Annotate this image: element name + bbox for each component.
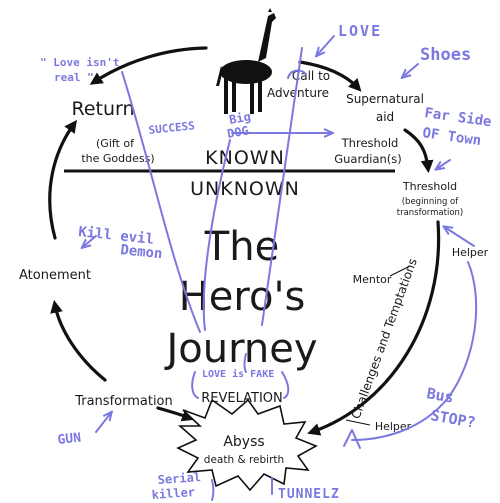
note-big-dog-2: DOG <box>226 123 250 141</box>
aid-label-2: aid <box>376 110 394 124</box>
abyss-label: Abyss <box>223 434 264 450</box>
abyss-starburst: Abyss death & rebirth <box>176 398 318 492</box>
arrow-call-to-aid <box>298 60 362 92</box>
note-love-isnt-real-1: " Love isn't <box>40 56 119 69</box>
note-serial-killer-1: Serial <box>157 470 201 487</box>
aid-label-1: Supernatural <box>346 92 424 106</box>
pen-line-dog <box>202 139 231 331</box>
gift-label-1: (Gift of <box>96 137 135 150</box>
arrow-guardian-to-threshold <box>403 128 434 174</box>
cycle-arc-lower-left <box>50 299 107 382</box>
page-title: The Hero's Journey <box>164 224 318 372</box>
note-kill-demon-2: Demon <box>120 242 164 262</box>
note-success: SUCCESS <box>148 119 195 137</box>
helper-pointer <box>345 419 371 426</box>
helper-bottom-label: Helper <box>375 420 412 433</box>
return-label: Return <box>71 98 134 120</box>
note-big-dog-1: Big <box>228 109 252 127</box>
pen-annotations <box>84 35 478 501</box>
pen-mark-call <box>287 69 307 79</box>
cycle-arc-right <box>307 220 441 436</box>
cycle-arc-to-abyss <box>156 406 195 422</box>
title-line-1: The <box>204 224 279 270</box>
title-line-2: Hero's <box>179 274 306 320</box>
note-bus-stop-1: Bus <box>425 384 455 406</box>
threshold-label-1: Threshold <box>402 180 457 193</box>
call-label-1: Call to <box>292 69 330 83</box>
stage-supernatural-aid: Supernatural aid <box>346 92 424 124</box>
stage-call-to-adventure: Call to Adventure <box>267 69 330 100</box>
pen-arrow-demon <box>84 235 97 246</box>
pen-arrow-shoes <box>404 63 419 76</box>
mentor-label: Mentor <box>353 273 392 286</box>
pen-curve-helper <box>351 261 478 441</box>
threshold-label-3: transformation) <box>397 208 463 218</box>
pen-line-call <box>261 47 303 326</box>
note-bus-stop-2: STOP? <box>429 406 477 432</box>
note-love: LOVE <box>338 22 382 40</box>
pen-arrow-gun <box>95 414 110 433</box>
atonement-label: Atonement <box>19 268 91 283</box>
note-far-side-2: OF Town <box>421 125 482 149</box>
helper-top-label: Helper <box>452 246 489 259</box>
guardian-label-1: Threshold <box>341 136 399 150</box>
note-kill-demon-1: Kill evil <box>78 224 155 248</box>
threshold-label-2: (beginning of <box>402 197 460 207</box>
guardian-label-2: Guardian(s) <box>334 152 402 166</box>
giraffe-icon <box>216 8 276 114</box>
pen-line-return <box>121 71 201 333</box>
cycle-arc-left <box>48 119 78 240</box>
note-serial-killer-2: killer <box>151 485 195 502</box>
title-line-3: Journey <box>164 326 318 372</box>
note-tunnel: TUNNELZ <box>278 487 340 502</box>
revelation-label: REVELATION <box>201 391 283 406</box>
gift-label-2: the Goddess) <box>81 152 154 165</box>
pen-mark-killer <box>211 479 215 501</box>
pen-arrow-love <box>318 35 335 54</box>
mentor-pointer <box>389 265 411 277</box>
transformation-label: Transformation <box>74 394 173 409</box>
stage-threshold: Threshold (beginning of transformation) <box>397 180 463 218</box>
note-love-is-fake: LOVE is FAKE <box>202 368 274 380</box>
pen-arrow-far-side <box>438 159 451 168</box>
pen-arrow-helper <box>446 228 475 247</box>
note-gun: GUN <box>57 431 82 448</box>
pen-brackets-revelation <box>191 371 290 399</box>
stage-threshold-guardians: Threshold Guardian(s) <box>334 136 402 166</box>
note-shoes: Shoes <box>420 45 471 65</box>
abyss-sublabel: death & rebirth <box>204 454 284 466</box>
cycle-arc-top <box>89 46 208 85</box>
note-love-isnt-real-2: real " <box>54 71 94 84</box>
call-label-2: Adventure <box>267 86 329 100</box>
known-label: KNOWN <box>205 147 285 169</box>
pen-mark-love-fake <box>243 353 247 373</box>
pen-chevron-helper <box>343 429 361 449</box>
